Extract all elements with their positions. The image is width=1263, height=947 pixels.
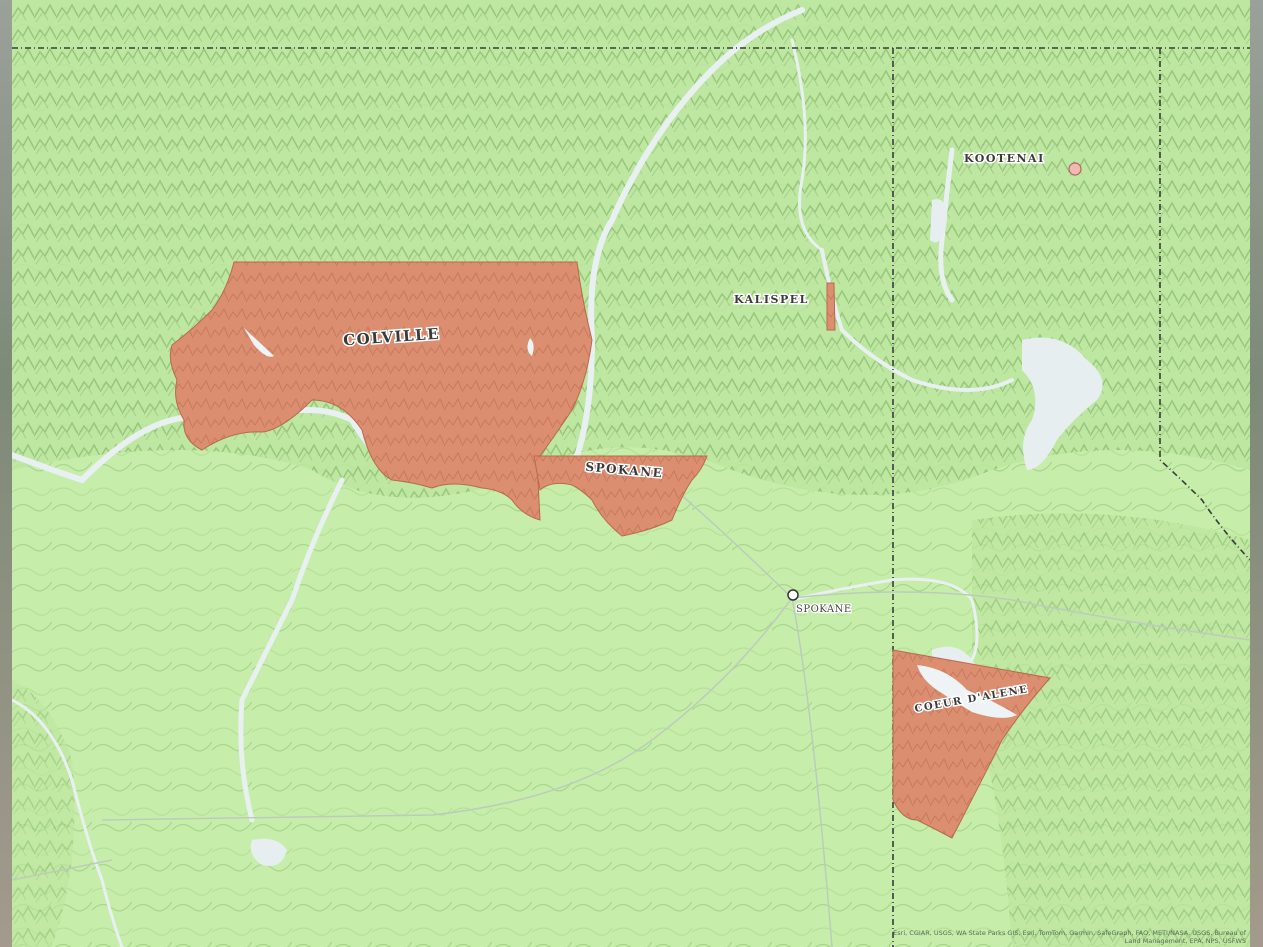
spokane-river bbox=[238, 477, 345, 823]
spokane-reservation bbox=[533, 455, 708, 537]
coeur-dalene-reservation bbox=[892, 649, 1051, 839]
boundaries bbox=[12, 47, 1250, 947]
reservations bbox=[169, 261, 1051, 839]
id-mt-border bbox=[1159, 48, 1250, 561]
roads bbox=[12, 469, 1250, 947]
city-point-icon bbox=[787, 589, 799, 601]
spokane-east bbox=[790, 577, 979, 662]
eastern-highlands bbox=[972, 513, 1250, 947]
pend-oreille-lake bbox=[1022, 337, 1103, 470]
reservation-water bbox=[244, 328, 1017, 718]
map-canvas[interactable]: COLVILLE SPOKANE KALISPEL COEUR D'ALENE … bbox=[12, 0, 1250, 947]
southwest-river bbox=[12, 698, 124, 947]
north-fork bbox=[790, 38, 824, 252]
kootenai-river bbox=[938, 147, 955, 303]
small-lake-2 bbox=[250, 838, 287, 866]
kootenai-label: KOOTENAI bbox=[964, 152, 1045, 165]
kalispel-label: KALISPEL bbox=[734, 293, 809, 306]
tribe-point-icon bbox=[1068, 162, 1082, 176]
map-attribution: Esri, CGIAR, USGS, WA State Parks GIS, E… bbox=[893, 929, 1246, 945]
spokane-city-label: SPOKANE bbox=[796, 604, 852, 615]
small-lake-1 bbox=[930, 199, 947, 243]
kalispel-reservation bbox=[826, 282, 836, 331]
colville-reservation bbox=[169, 261, 593, 521]
